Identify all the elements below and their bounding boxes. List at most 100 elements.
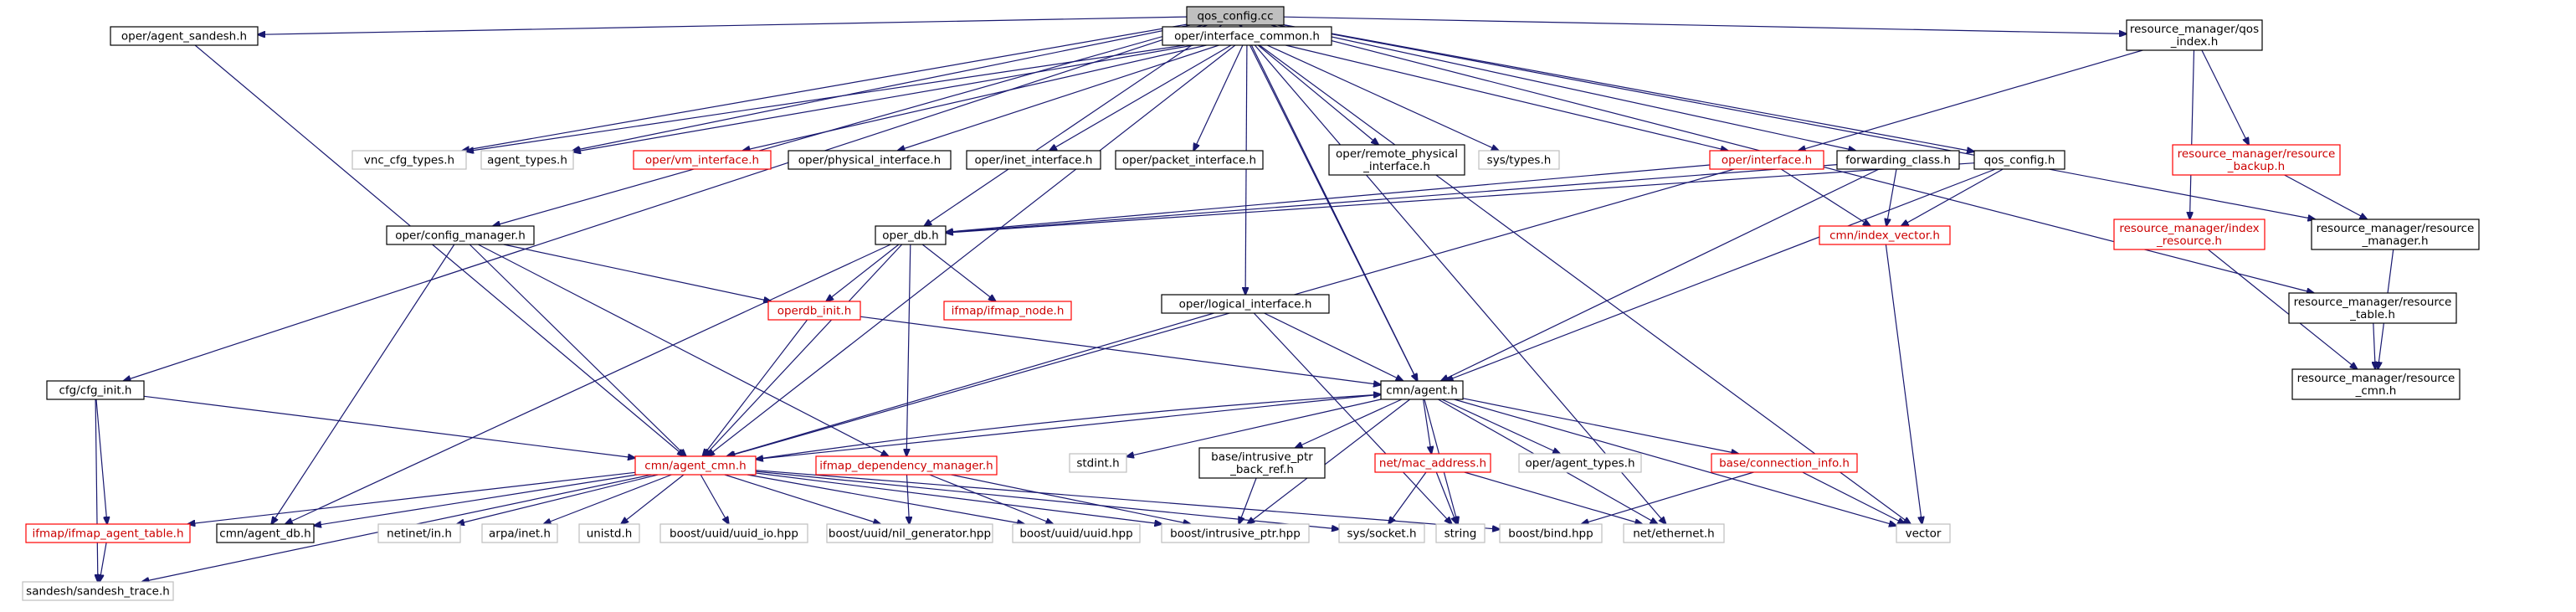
node-logical-interface[interactable]: oper/logical_interface.h [1161,294,1330,314]
node-vnc-cfg-types[interactable]: vnc_cfg_types.h [352,150,467,170]
node-label: unistd.h [587,527,633,541]
node-layer: qos_config.cc oper/agent_sandesh.h oper/in… [22,6,2480,601]
node-label: resource_manager/resource [2317,222,2475,235]
node-cmn-agent[interactable]: cmn/agent.h [1380,380,1464,400]
edge-qos_index-to-oper_interface [1799,49,2143,151]
node-label: cfg/cfg_init.h [59,384,132,398]
node-label: cmn/agent_db.h [219,527,310,541]
node-ifmap-node[interactable]: ifmap/ifmap_node.h [943,301,1072,321]
node-label: string [1445,527,1477,541]
node-config-manager[interactable]: oper/config_manager.h [386,225,535,245]
node-nil-generator[interactable]: boost/uuid/nil_generator.hpp [826,523,993,543]
node-forwarding-class[interactable]: forwarding_class.h [1836,150,1960,170]
edge-forwarding_class-to-cmn_agent [1441,168,1880,381]
edge-agent_cmn-to-cmn_agent [755,394,1381,460]
edge-qos_config_cc-to-agent_sandesh [258,16,1188,34]
node-label: oper/interface_common.h [1174,30,1320,44]
edge-agent_cmn-to-unistd [621,474,685,524]
node-box [1380,380,1464,400]
node-intrusive-ptr-back-ref[interactable]: base/intrusive_ptr_back_ref.h [1198,447,1326,479]
node-oper-db[interactable]: oper_db.h [875,225,947,245]
edge-cmn_agent-to-stdint [1126,399,1382,456]
edge-index_resource-to-resource_cmn [2208,249,2357,369]
node-agent-db[interactable]: cmn/agent_db.h [216,523,315,543]
node-net-ethernet[interactable]: net/ethernet.h [1623,523,1725,543]
node-cfg-init[interactable]: cfg/cfg_init.h [46,380,145,400]
node-box [633,150,772,170]
edge-interface_common-to-agent_types [573,44,1194,152]
node-label: _interface.h [1362,160,1430,173]
node-unistd[interactable]: unistd.h [578,523,640,543]
node-resource-backup[interactable]: resource_manager/resource_backup.h [2172,144,2341,176]
node-box [2126,19,2263,51]
edge-forwarding_class-to-index_vector [1886,168,1897,226]
node-operdb-init[interactable]: operdb_init.h [767,301,861,321]
node-index-vector[interactable]: cmn/index_vector.h [1819,225,1951,245]
node-label: _back_ref.h [1229,463,1294,476]
node-box [1896,523,1951,543]
node-box [943,301,1072,321]
node-ifmap-agent-table[interactable]: ifmap/ifmap_agent_table.h [25,523,191,543]
node-label: resource_manager/resource [2178,147,2336,161]
node-string[interactable]: string [1435,523,1486,543]
edge-interface_common-to-packet_interface [1193,44,1244,151]
edge-agent_cmn-to-uuid_io [700,474,729,524]
node-ifmap-dependency-manager[interactable]: ifmap_dependency_manager.h [815,455,998,476]
node-box [1518,453,1642,473]
node-packet-interface[interactable]: oper/packet_interface.h [1115,150,1264,170]
node-resource-table[interactable]: resource_manager/resource_table.h [2288,292,2457,324]
edge-cfg_init-to-sandesh_trace [95,399,98,582]
node-index-resource[interactable]: resource_manager/index_resource.h [2113,219,2266,250]
edge-agent_cmn-to-uuid_hpp [747,474,1024,524]
node-intrusive-ptr-hpp[interactable]: boost/intrusive_ptr.hpp [1161,523,1310,543]
node-resource-cmn[interactable]: resource_manager/resource_cmn.h [2291,368,2461,400]
edge-ifmap_dependency_manager-to-nil_generator [907,474,910,524]
node-agent-types[interactable]: agent_types.h [480,150,574,170]
edge-operdb_init-to-agent_cmn [702,319,808,456]
edge-qos_config_h-to-cmn_agent [1446,168,1996,381]
node-uuid-hpp[interactable]: boost/uuid/uuid.hpp [1012,523,1141,543]
edge-cmn_agent-to-intrusive_ptr_back_ref [1296,399,1403,448]
node-label: cmn/agent_cmn.h [644,460,746,473]
node-label: oper/physical_interface.h [798,154,941,167]
node-box [1161,523,1310,543]
node-label: agent_types.h [487,154,567,167]
node-agent-sandesh[interactable]: oper/agent_sandesh.h [110,26,259,46]
node-qos-config-h[interactable]: qos_config.h [1973,150,2065,170]
node-label: oper/inet_interface.h [975,154,1093,167]
node-oper-interface[interactable]: oper/interface.h [1709,150,1824,170]
node-connection-info[interactable]: base/connection_info.h [1711,453,1858,473]
node-agent-cmn[interactable]: cmn/agent_cmn.h [634,455,757,476]
node-resource-manager[interactable]: resource_manager/resource_manager.h [2311,219,2480,250]
edge-connection_info-to-vector [1802,471,1906,524]
node-arpa-inet[interactable]: arpa/inet.h [481,523,558,543]
node-box [2311,219,2480,250]
edge-qos_config_h-to-oper_db [946,162,1975,233]
edge-oper_interface-to-index_vector [1780,168,1870,226]
node-boost-bind[interactable]: boost/bind.hpp [1499,523,1603,543]
node-inet-interface[interactable]: oper/inet_interface.h [966,150,1101,170]
node-box [110,26,259,46]
node-physical-interface[interactable]: oper/physical_interface.h [788,150,952,170]
node-qos-index[interactable]: resource_manager/qos_index.h [2126,19,2263,51]
node-oper-agent-types[interactable]: oper/agent_types.h [1518,453,1642,473]
node-box [216,523,315,543]
node-vector[interactable]: vector [1896,523,1951,543]
edge-interface_common-to-inet_interface [1049,44,1232,151]
node-sys-socket[interactable]: sys/socket.h [1338,523,1425,543]
node-interface-common[interactable]: oper/interface_common.h [1162,26,1332,46]
node-vm-interface[interactable]: oper/vm_interface.h [633,150,772,170]
node-remote-physical[interactable]: oper/remote_physical_interface.h [1328,144,1465,176]
node-box [1186,6,1285,26]
node-netinet-in[interactable]: netinet/in.h [377,523,461,543]
node-label: resource_manager/index [2119,222,2259,235]
node-sys-types[interactable]: sys/types.h [1478,150,1560,170]
node-sandesh-trace[interactable]: sandesh/sandesh_trace.h [22,581,174,601]
node-mac-address[interactable]: net/mac_address.h [1374,453,1491,473]
node-qos-config-cc[interactable]: qos_config.cc [1186,6,1285,26]
node-stdint[interactable]: stdint.h [1069,453,1127,473]
edge-config_manager-to-ifmap_dependency_manager [478,244,888,456]
node-uuid-io[interactable]: boost/uuid/uuid_io.hpp [659,523,808,543]
node-label: oper_db.h [882,229,938,243]
edge-oper_db-to-operdb_init [826,244,900,301]
